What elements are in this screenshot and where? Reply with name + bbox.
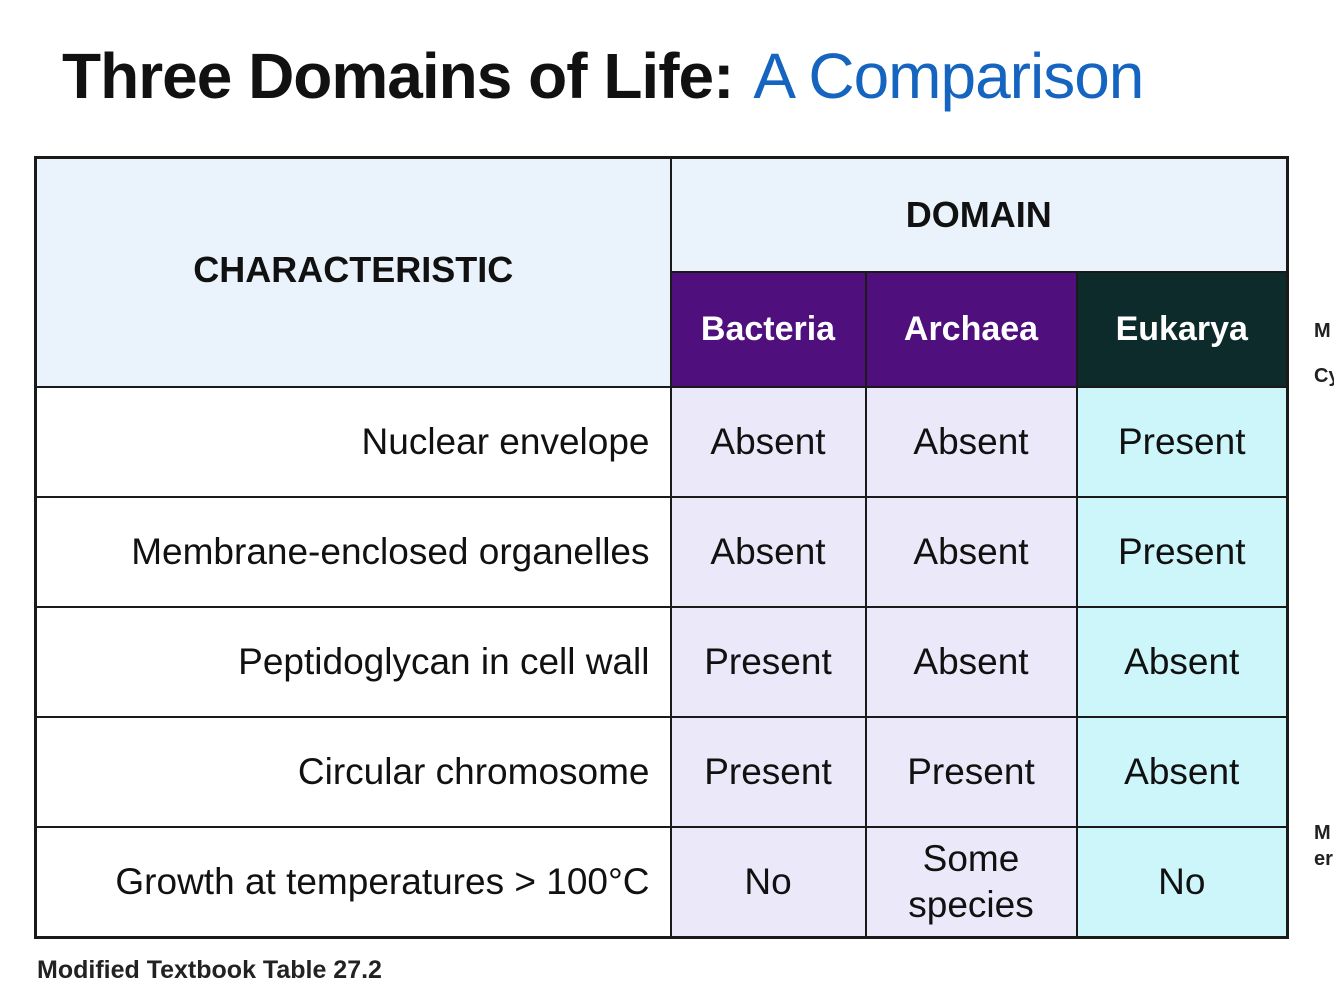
title-accent: A Comparison — [753, 40, 1144, 112]
column-header-eukarya: Eukarya — [1075, 270, 1289, 388]
table-row: Nuclear envelope Absent Absent Present — [34, 385, 1289, 498]
row-label: Circular chromosome — [34, 716, 672, 829]
table-cell-eukarya: No — [1075, 826, 1289, 939]
row-label: Growth at temperatures > 100°C — [34, 826, 672, 939]
table-cell-archaea: Present — [864, 716, 1078, 829]
column-header-bacteria: Bacteria — [669, 270, 867, 388]
table-row: Peptidoglycan in cell wall Present Absen… — [34, 606, 1289, 719]
table-cell-archaea: Absent — [864, 606, 1078, 719]
domain-header: DOMAIN — [669, 156, 1289, 273]
table-row: Membrane-enclosed organelles Absent Abse… — [34, 495, 1289, 609]
table-cell-bacteria: Present — [669, 716, 867, 829]
domain-comparison-table: CHARACTERISTIC DOMAIN Bacteria Archaea E… — [34, 156, 1289, 939]
table-row: Growth at temperatures > 100°C No Some s… — [34, 826, 1289, 939]
table-cell-eukarya: Present — [1075, 385, 1289, 498]
margin-fragment: er — [1314, 848, 1333, 870]
header-row-domain: CHARACTERISTIC DOMAIN — [34, 156, 1289, 388]
table-cell-bacteria: Absent — [669, 385, 867, 498]
table-cell-archaea: Absent — [864, 495, 1078, 609]
table-cell-archaea: Absent — [864, 385, 1078, 498]
title-main: Three Domains of Life: — [62, 40, 734, 112]
row-label: Membrane-enclosed organelles — [34, 495, 672, 609]
table-cell-eukarya: Present — [1075, 495, 1289, 609]
row-label: Nuclear envelope — [34, 385, 672, 498]
margin-fragment: M — [1314, 320, 1331, 342]
table-cell-archaea: Some species — [864, 826, 1078, 939]
table-cell-bacteria: Absent — [669, 495, 867, 609]
margin-fragment: M — [1314, 822, 1331, 844]
table-cell-eukarya: Absent — [1075, 716, 1289, 829]
row-label: Peptidoglycan in cell wall — [34, 606, 672, 719]
table-cell-bacteria: Present — [669, 606, 867, 719]
characteristic-header: CHARACTERISTIC — [34, 156, 672, 388]
slide-title: Three Domains of Life: A Comparison — [62, 36, 1144, 116]
header-row-columns: Bacteria Archaea Eukarya — [36, 270, 1289, 388]
table-cell-bacteria: No — [669, 826, 867, 939]
table-cell-eukarya: Absent — [1075, 606, 1289, 719]
table-caption: Modified Textbook Table 27.2 — [37, 956, 382, 984]
margin-fragment: Cy — [1314, 365, 1334, 387]
table-row: Circular chromosome Present Present Abse… — [34, 716, 1289, 829]
column-header-archaea: Archaea — [864, 270, 1078, 388]
